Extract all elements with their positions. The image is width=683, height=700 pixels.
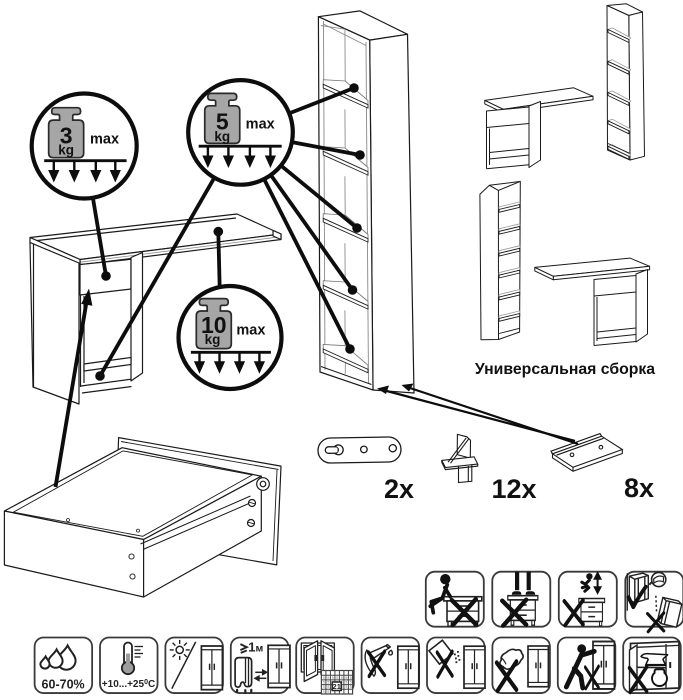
svg-text:5: 5 bbox=[336, 676, 338, 680]
svg-text:kg: kg bbox=[205, 332, 221, 347]
svg-text:1м: 1м bbox=[248, 640, 263, 655]
svg-text:5: 5 bbox=[216, 108, 229, 134]
svg-text:2x: 2x bbox=[384, 474, 414, 504]
svg-text:5: 5 bbox=[345, 681, 347, 685]
svg-text:kg: kg bbox=[214, 129, 230, 144]
svg-text:5: 5 bbox=[341, 676, 343, 680]
svg-text:10: 10 bbox=[201, 312, 227, 338]
svg-text:max: max bbox=[90, 132, 119, 148]
svg-text:5: 5 bbox=[327, 676, 329, 680]
svg-text:5: 5 bbox=[327, 681, 329, 685]
svg-text:5: 5 bbox=[323, 681, 325, 685]
svg-text:kg: kg bbox=[58, 143, 74, 158]
svg-text:8x: 8x bbox=[624, 473, 654, 503]
svg-text:21: 21 bbox=[333, 682, 341, 691]
svg-text:5: 5 bbox=[323, 690, 325, 694]
svg-text:5: 5 bbox=[327, 685, 329, 689]
svg-text:5: 5 bbox=[350, 681, 352, 685]
svg-text:5: 5 bbox=[345, 676, 347, 680]
svg-text:3: 3 bbox=[60, 123, 73, 149]
svg-text:60-70%: 60-70% bbox=[42, 678, 85, 692]
svg-text:5: 5 bbox=[345, 685, 347, 689]
svg-text:5: 5 bbox=[350, 676, 352, 680]
svg-text:5: 5 bbox=[350, 685, 352, 689]
svg-text:12x: 12x bbox=[491, 474, 536, 504]
svg-text:max: max bbox=[246, 116, 275, 132]
svg-text:5: 5 bbox=[323, 676, 325, 680]
svg-text:max: max bbox=[236, 323, 265, 339]
svg-text:5: 5 bbox=[327, 690, 329, 694]
svg-text:5: 5 bbox=[323, 685, 325, 689]
svg-text:Универсальная сборка: Универсальная сборка bbox=[475, 361, 655, 378]
svg-text:+10...+250C: +10...+250C bbox=[102, 679, 155, 690]
svg-text:5: 5 bbox=[332, 676, 334, 680]
